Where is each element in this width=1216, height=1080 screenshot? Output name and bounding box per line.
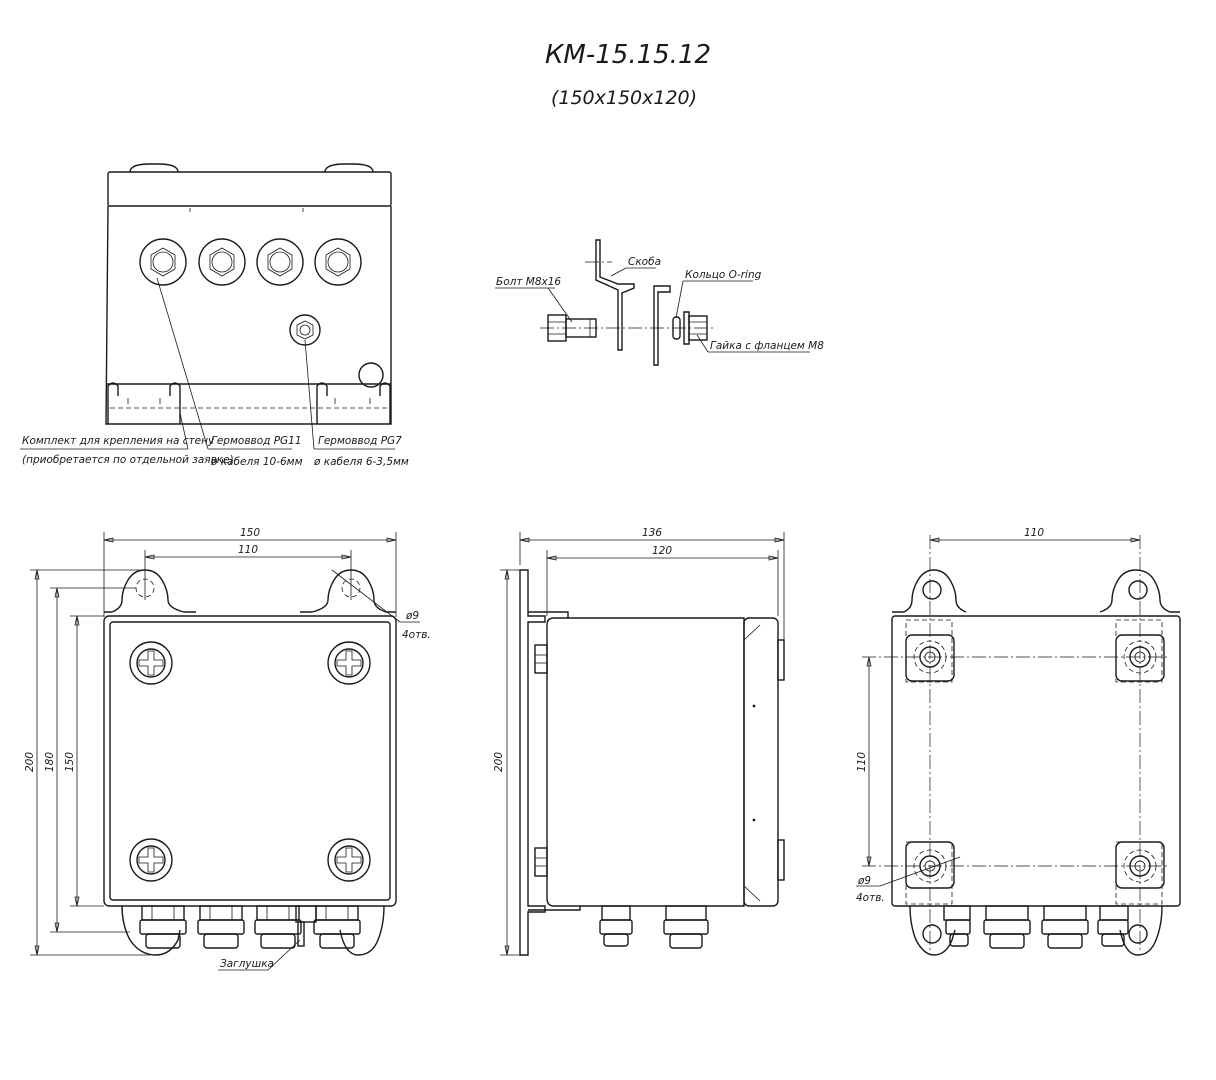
dim-side-depth-total: 136 [642, 527, 662, 539]
dim-rear-hole-spacing-h: 110 [1024, 527, 1044, 539]
mount-kit-exploded [540, 239, 715, 366]
dim-front-hole-spacing: 110 [238, 544, 258, 556]
dim-hole-dia: ø9 [405, 610, 419, 622]
cable-gland [943, 905, 971, 947]
dim-front-height-holes: 180 [44, 752, 56, 772]
cable-gland [1097, 905, 1129, 947]
pg11-gland [256, 238, 304, 286]
bracket-label: Скоба [628, 256, 661, 268]
pg11-cable-label: ø кабеля 10-6мм [210, 456, 303, 468]
cable-gland [599, 905, 633, 947]
screw-icon [327, 838, 371, 882]
pg11-gland [198, 238, 246, 286]
dim-front-height-body: 150 [64, 752, 76, 772]
nut-label: Гайка с фланцем М8 [710, 340, 824, 352]
top-view [105, 163, 392, 425]
dim-side-depth-body: 120 [652, 545, 672, 557]
side-view [519, 569, 785, 956]
rear-view [862, 535, 1181, 956]
cable-gland [1041, 905, 1089, 949]
cable-gland [663, 905, 709, 949]
plug-circle [358, 362, 384, 388]
dim-front-width: 150 [240, 527, 260, 539]
screw-icon [129, 838, 173, 882]
pg11-label: Гермоввод PG11 [211, 435, 302, 447]
cable-gland [254, 905, 302, 949]
pg7-gland [289, 314, 321, 346]
screw-icon [129, 641, 173, 685]
dim-front-height-total: 200 [24, 752, 36, 772]
dim-rear-hole-dia: ø9 [857, 875, 871, 887]
plug-body [295, 905, 317, 923]
pg11-gland [314, 238, 362, 286]
cable-gland [139, 905, 187, 949]
dim-side-height: 200 [493, 752, 505, 772]
screw-icon [327, 641, 371, 685]
dim-hole-count: 4отв. [402, 629, 431, 641]
cable-gland [197, 905, 245, 949]
plug-label: Заглушка [220, 958, 274, 970]
mount-kit-label: Комплект для крепления на стену [22, 435, 215, 447]
bolt-label: Болт М8х16 [496, 276, 561, 288]
top-view-callouts: Комплект для крепления на стену (приобре… [20, 277, 409, 468]
mount-kit-callouts: Скоба Болт М8х16 Кольцо O-ring Гайка с ф… [495, 256, 824, 353]
front-view [103, 569, 397, 956]
rear-view-dims: 110 110 ø9 4отв. [856, 527, 1141, 904]
dim-rear-hole-count: 4отв. [856, 892, 885, 904]
dim-rear-hole-spacing-v: 110 [856, 752, 868, 772]
pg7-cable-label: ø кабеля 6-3,5мм [313, 456, 409, 468]
side-view-dims: 136 120 200 [493, 527, 785, 956]
front-view-dims: 150 110 200 180 150 ø9 4отв. [24, 527, 431, 971]
cable-gland [983, 905, 1031, 949]
drawing-title: КМ-15.15.12 [545, 40, 711, 70]
oring-label: Кольцо O-ring [685, 269, 762, 281]
pg11-gland [139, 238, 187, 286]
drawing-subtitle: (150x150x120) [551, 87, 697, 109]
mount-kit-note: (приобретается по отдельной заявке) [22, 454, 234, 466]
pg7-label: Гермоввод PG7 [318, 435, 402, 447]
cable-gland [313, 905, 361, 949]
